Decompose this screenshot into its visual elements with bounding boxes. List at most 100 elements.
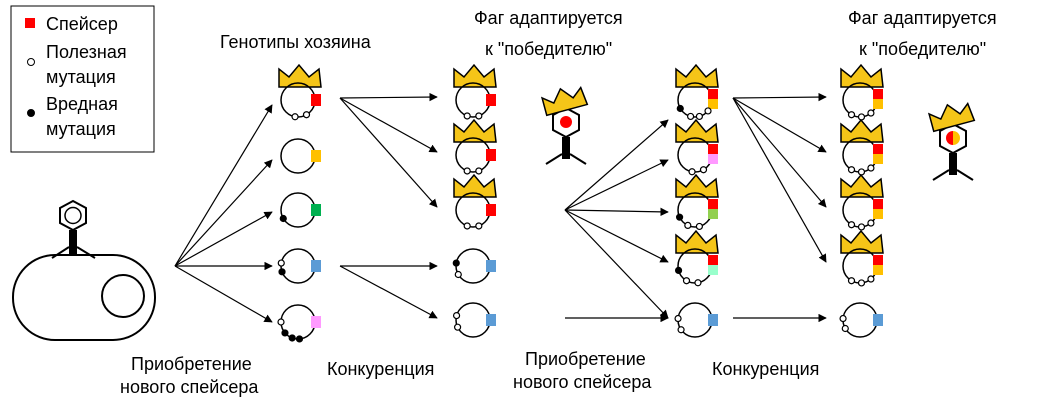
harmful-mutation-marker [452,259,460,267]
spacer-square [873,265,883,275]
host-genotype [840,63,884,121]
beneficial-mutation-marker [302,111,311,119]
legend-beneficial-label-2: мутация [46,67,116,87]
crown-icon [675,229,719,254]
arrow [174,104,273,267]
host-genotype [453,118,497,175]
beneficial-mutation-marker [463,167,471,175]
arrow [732,97,827,153]
genotype-ring [455,137,491,173]
phage-leg [569,153,587,165]
harmful-mutation-marker [676,104,684,113]
phage-spacer [560,116,572,128]
beneficial-mutation-marker [695,112,703,121]
phage-leg [932,169,950,181]
genotypes-layer [277,63,884,343]
host-genotypes-label: Генотипы хозяина [220,32,372,52]
genotype-ring [455,192,491,228]
acquisition-label-2b: нового спейсера [513,372,652,392]
beneficial-mutation-marker [684,221,692,230]
spacer-square [311,150,321,162]
host-genotype [280,138,321,174]
arrow [732,92,827,102]
crown-icon [840,63,884,88]
arrow [339,265,438,319]
arrows-layer [174,92,827,323]
adapted-phage-icon [927,102,976,181]
arrow [174,211,273,267]
beneficial-mutation-marker [674,314,682,323]
phage-head-inner [64,206,82,225]
spacer-square [486,149,496,161]
genotype-ring [677,192,713,228]
spacer-square [873,89,883,99]
adapted-phages-layer [540,86,976,181]
legend-harmful-label-2: мутация [46,119,116,139]
host-genotype [675,118,719,176]
beneficial-mutation-marker [454,270,462,279]
beneficial-mutation-marker [688,168,696,176]
legend-beneficial-marker [27,58,35,66]
arrow [339,92,438,102]
beneficial-mutation-marker [847,277,856,285]
genotype-ring [280,82,316,118]
beneficial-mutation-marker [867,219,875,227]
spacer-square [486,314,496,326]
beneficial-mutation-marker [857,223,866,231]
host-genotype [453,63,497,120]
arrow [339,97,438,208]
beneficial-mutation-marker [857,168,866,176]
crown-icon [840,173,884,198]
beneficial-mutation-marker [277,259,285,267]
host-genotype [840,173,884,231]
crown-icon [840,118,884,143]
host-genotype [277,248,321,284]
spacer-square [708,199,718,209]
harmful-mutation-marker [675,213,684,221]
beneficial-mutation-marker [847,166,856,174]
beneficial-mutation-marker [453,323,462,331]
phage-adapts-label-2a: Фаг адаптируется [848,8,997,28]
acquisition-label-2a: Приобретение [525,349,646,369]
beneficial-mutation-marker [704,107,712,115]
legend-beneficial-label-1: Полезная [46,42,127,62]
phage-leg [51,246,70,259]
phage-tail [949,153,957,175]
competition-label-2: Конкуренция [712,359,819,379]
host-genotype [453,173,497,230]
spacer-square [708,154,718,164]
host-genotype [278,63,322,121]
crown-icon [675,63,719,88]
spacer-square [873,99,883,109]
phage-tail [69,230,77,254]
beneficial-mutation-marker [867,275,875,283]
beneficial-mutation-marker [699,166,708,174]
phage-tail [562,137,570,159]
legend-spacer-swatch [25,18,35,28]
initial-bacterium-with-phage [12,199,156,341]
host-genotype [840,229,884,287]
phage-spacer-left [946,131,953,145]
beneficial-mutation-marker [857,113,866,121]
crown-icon [278,63,322,88]
competition-label-1: Конкуренция [327,359,434,379]
arrow [564,159,669,211]
genotype-ring [677,248,713,284]
genotype-ring [455,302,491,338]
spacer-square [708,89,718,99]
beneficial-mutation-marker [847,221,856,229]
spacer-square [311,94,321,106]
arrow [339,97,438,153]
genotype-ring [455,248,491,284]
arrow [564,207,669,217]
spacer-square [708,265,718,275]
crown-icon [675,173,719,198]
host-genotype [840,118,884,176]
beneficial-mutation-marker [841,324,849,333]
spacer-square [486,94,496,106]
spacer-square [873,154,883,164]
harmful-mutation-marker [288,334,296,342]
arrow [564,119,669,211]
phage-leg [545,153,563,165]
beneficial-mutation-marker [867,109,875,117]
